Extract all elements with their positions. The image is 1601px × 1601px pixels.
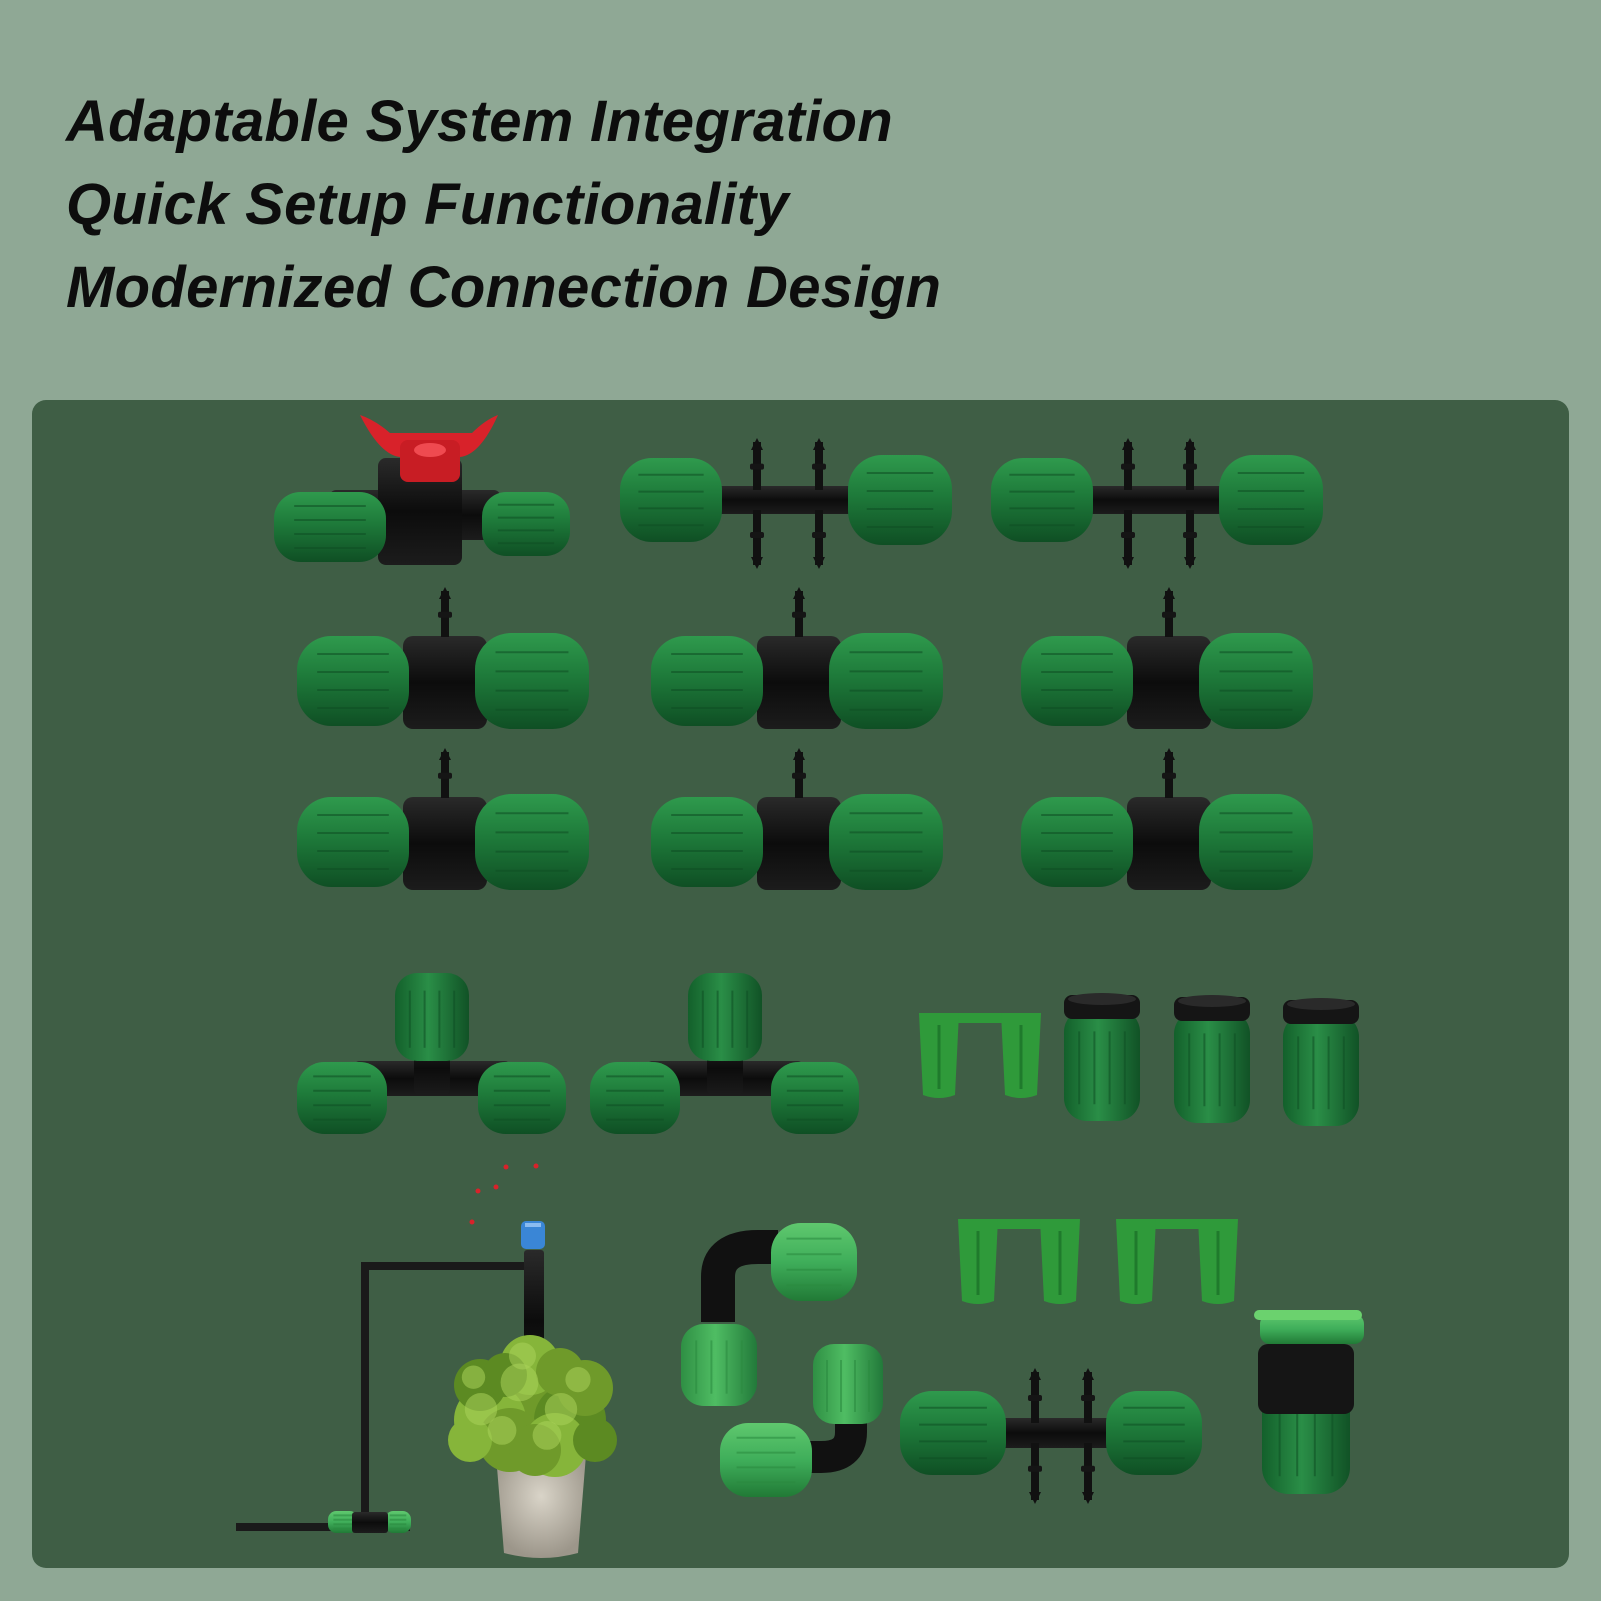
single-barb-tee-connector: [651, 587, 943, 729]
headline-2: Quick Setup Functionality: [66, 172, 789, 237]
single-barb-tee-connector: [1021, 748, 1313, 890]
dual-barb-connector: [991, 438, 1323, 569]
tee-connector: [590, 973, 859, 1134]
single-barb-tee-connector: [651, 748, 943, 890]
product-illustration: [236, 415, 1364, 1558]
end-cap: [1174, 995, 1250, 1123]
end-cap: [1283, 998, 1359, 1126]
product-panel: [32, 400, 1569, 1568]
headline-block: Adaptable System Integration Quick Setup…: [66, 80, 941, 329]
tee-connector: [297, 973, 566, 1134]
headline-3: Modernized Connection Design: [66, 255, 942, 320]
elbow-connector: [720, 1344, 883, 1497]
single-barb-tee-connector: [297, 587, 589, 729]
dual-barb-connector: [620, 438, 952, 569]
elbow-connector: [681, 1223, 857, 1406]
single-barb-tee-connector: [297, 748, 589, 890]
single-barb-tee-connector: [1021, 587, 1313, 729]
end-cap: [1064, 993, 1140, 1121]
end-plug-pair: [1116, 1219, 1238, 1304]
end-plug-pair: [958, 1219, 1080, 1304]
hose-adapter: [1254, 1310, 1364, 1494]
end-plug-pair: [919, 1013, 1041, 1098]
nozzle: [521, 1221, 545, 1249]
dual-barb-connector: [900, 1368, 1202, 1504]
installation-demo: [236, 1163, 617, 1558]
headline-1: Adaptable System Integration: [66, 89, 893, 154]
shutoff-valve: [274, 415, 570, 565]
